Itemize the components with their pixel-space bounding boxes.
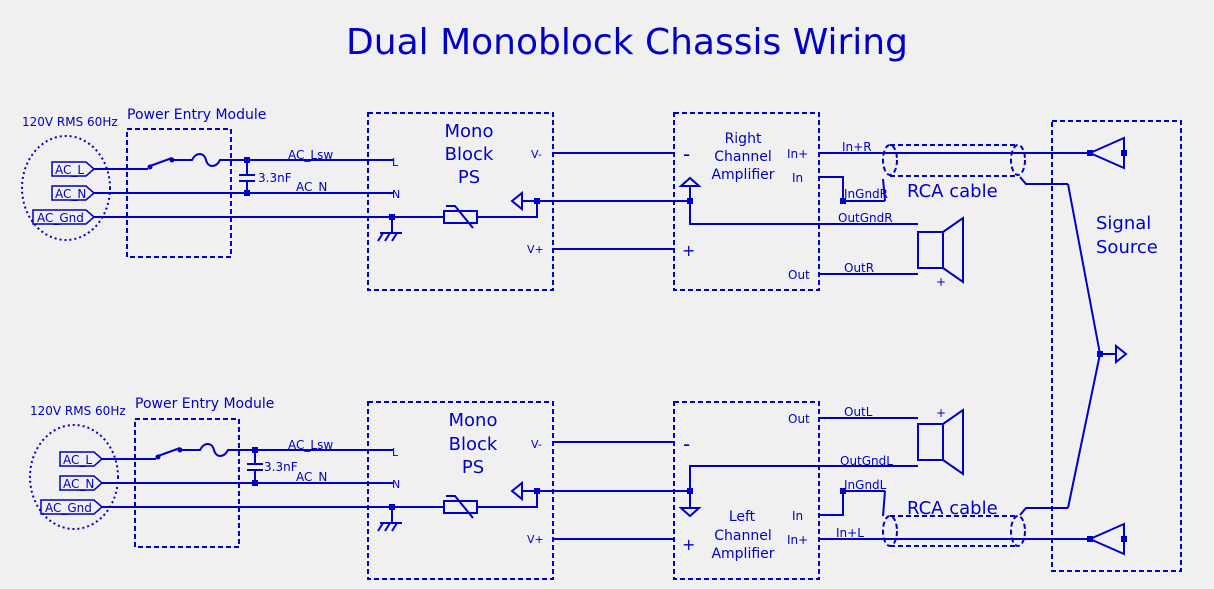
lower-terminal-ac-n: AC_N	[59, 475, 104, 491]
lower-signal-output-icon	[1087, 522, 1127, 556]
lower-source-label: 120V RMS 60Hz	[30, 404, 126, 418]
upper-switch	[149, 157, 173, 167]
lower-fuse	[180, 443, 255, 457]
lower-net-ac-lsw: AC_Lsw	[288, 438, 333, 452]
upper-amp-title-1: Right	[725, 131, 762, 147]
upper-amplifier	[673, 112, 820, 291]
lower-net-in-plus: In+L	[836, 526, 864, 540]
lower-chassis-ground-icon	[377, 507, 402, 532]
lower-net-in-gnd: InGndL	[844, 478, 887, 492]
svg-text:AC_Gnd: AC_Gnd	[37, 211, 84, 225]
upper-chassis-ground-icon	[377, 217, 402, 242]
upper-in-wire	[819, 176, 885, 202]
lower-thermistor-icon	[443, 495, 492, 519]
diagram-title: Dual Monoblock Chassis Wiring	[346, 22, 908, 63]
lower-capacitor	[247, 450, 263, 483]
lower-cap-label: 3.3nF	[264, 460, 298, 474]
upper-amp-plus: +	[682, 241, 695, 260]
upper-pin-n: N	[392, 188, 400, 201]
upper-amp-in: In	[792, 171, 803, 185]
lower-terminal-ac-l: AC_L	[59, 451, 104, 467]
lower-amp-title-2: Channel	[714, 528, 771, 544]
lower-channel: 120V RMS 60Hz AC_L AC_N AC_Gnd Power Ent…	[29, 396, 1090, 580]
lower-speaker-plus: +	[936, 406, 946, 420]
upper-ps-ground-icon	[492, 190, 690, 218]
upper-speaker-icon	[917, 216, 964, 284]
lower-amp-in-plus: In+	[787, 533, 808, 547]
signal-ground-icon	[1067, 183, 1128, 509]
svg-text:AC_N: AC_N	[63, 477, 94, 491]
signal-source-title-1: Signal	[1096, 213, 1151, 234]
upper-pem-label: Power Entry Module	[127, 107, 266, 123]
lower-amp-title-1: Left	[729, 509, 756, 525]
lower-amp-ground-icon	[678, 465, 918, 518]
lower-in-wire	[819, 490, 885, 516]
signal-source-title-2: Source	[1096, 237, 1158, 258]
svg-text:AC_Gnd: AC_Gnd	[45, 501, 92, 515]
upper-amp-title-2: Channel	[714, 149, 771, 165]
lower-pin-l: L	[392, 446, 399, 459]
svg-text:AC_L: AC_L	[55, 163, 84, 177]
lower-amp-plus: +	[682, 535, 695, 554]
upper-source-label: 120V RMS 60Hz	[22, 115, 118, 129]
lower-speaker-icon	[917, 408, 964, 476]
upper-net-in-gnd: InGndR	[844, 187, 888, 201]
upper-net-out: OutR	[844, 261, 874, 275]
lower-ps-title-3: PS	[462, 457, 484, 478]
signal-source: Signal Source	[1051, 120, 1182, 572]
upper-signal-output-icon	[1087, 136, 1127, 170]
upper-terminal-ac-l: AC_L	[51, 161, 96, 177]
lower-ps-title-2: Block	[449, 434, 498, 455]
lower-ps-vminus: V-	[531, 438, 542, 451]
lower-pin-n: N	[392, 478, 400, 491]
lower-net-ac-n: AC_N	[296, 470, 327, 484]
signal-source-box	[1051, 120, 1182, 572]
lower-ps-ground-icon	[492, 480, 690, 508]
lower-amp-title-3: Amplifier	[711, 546, 774, 562]
lower-ac-source	[29, 424, 119, 530]
lower-ps-title-1: Mono	[449, 410, 498, 431]
upper-net-ac-n: AC_N	[296, 180, 327, 194]
lower-rca-label: RCA cable	[907, 498, 998, 519]
lower-switch	[157, 447, 181, 457]
upper-fuse	[172, 153, 247, 167]
upper-net-out-gnd: OutGndR	[838, 211, 893, 225]
upper-channel: 120V RMS 60Hz AC_L AC_N AC_Gnd Power Ent…	[21, 107, 1090, 291]
upper-net-ac-lsw: AC_Lsw	[288, 148, 333, 162]
lower-amp-in: In	[792, 509, 803, 523]
upper-amp-ground-icon	[678, 176, 918, 225]
upper-terminal-ac-n: AC_N	[51, 185, 96, 201]
upper-amp-in-plus: In+	[787, 147, 808, 161]
upper-rca-label: RCA cable	[907, 181, 998, 202]
upper-cap-label: 3.3nF	[258, 171, 292, 185]
upper-thermistor-icon	[443, 205, 492, 229]
upper-pin-l: L	[392, 156, 399, 169]
lower-amplifier	[673, 401, 820, 580]
svg-text:AC_L: AC_L	[63, 453, 92, 467]
upper-ps-title-2: Block	[445, 144, 494, 165]
upper-net-in-plus: In+R	[842, 140, 872, 154]
svg-text:AC_N: AC_N	[55, 187, 86, 201]
upper-ps-vminus: V-	[531, 148, 542, 161]
lower-ps-vplus: V+	[527, 533, 544, 546]
upper-capacitor	[239, 160, 255, 193]
lower-net-out: OutL	[844, 405, 873, 419]
upper-amp-minus: -	[683, 142, 690, 166]
upper-amp-out: Out	[788, 268, 810, 282]
upper-ac-source	[21, 135, 111, 241]
lower-amp-out: Out	[788, 412, 810, 426]
upper-ps-vplus: V+	[527, 243, 544, 256]
upper-ps-title-3: PS	[458, 167, 480, 188]
lower-terminal-ac-gnd: AC_Gnd	[40, 499, 104, 515]
upper-amp-title-3: Amplifier	[711, 167, 774, 183]
lower-net-out-gnd: OutGndL	[840, 454, 893, 468]
lower-amp-minus: -	[683, 432, 690, 456]
upper-ps-title-1: Mono	[445, 121, 494, 142]
upper-rca-cable	[882, 144, 1068, 202]
upper-terminal-ac-gnd: AC_Gnd	[32, 209, 96, 225]
lower-pem-label: Power Entry Module	[135, 396, 274, 412]
lower-rca-cable	[882, 490, 1068, 547]
upper-speaker-plus: +	[936, 275, 946, 289]
